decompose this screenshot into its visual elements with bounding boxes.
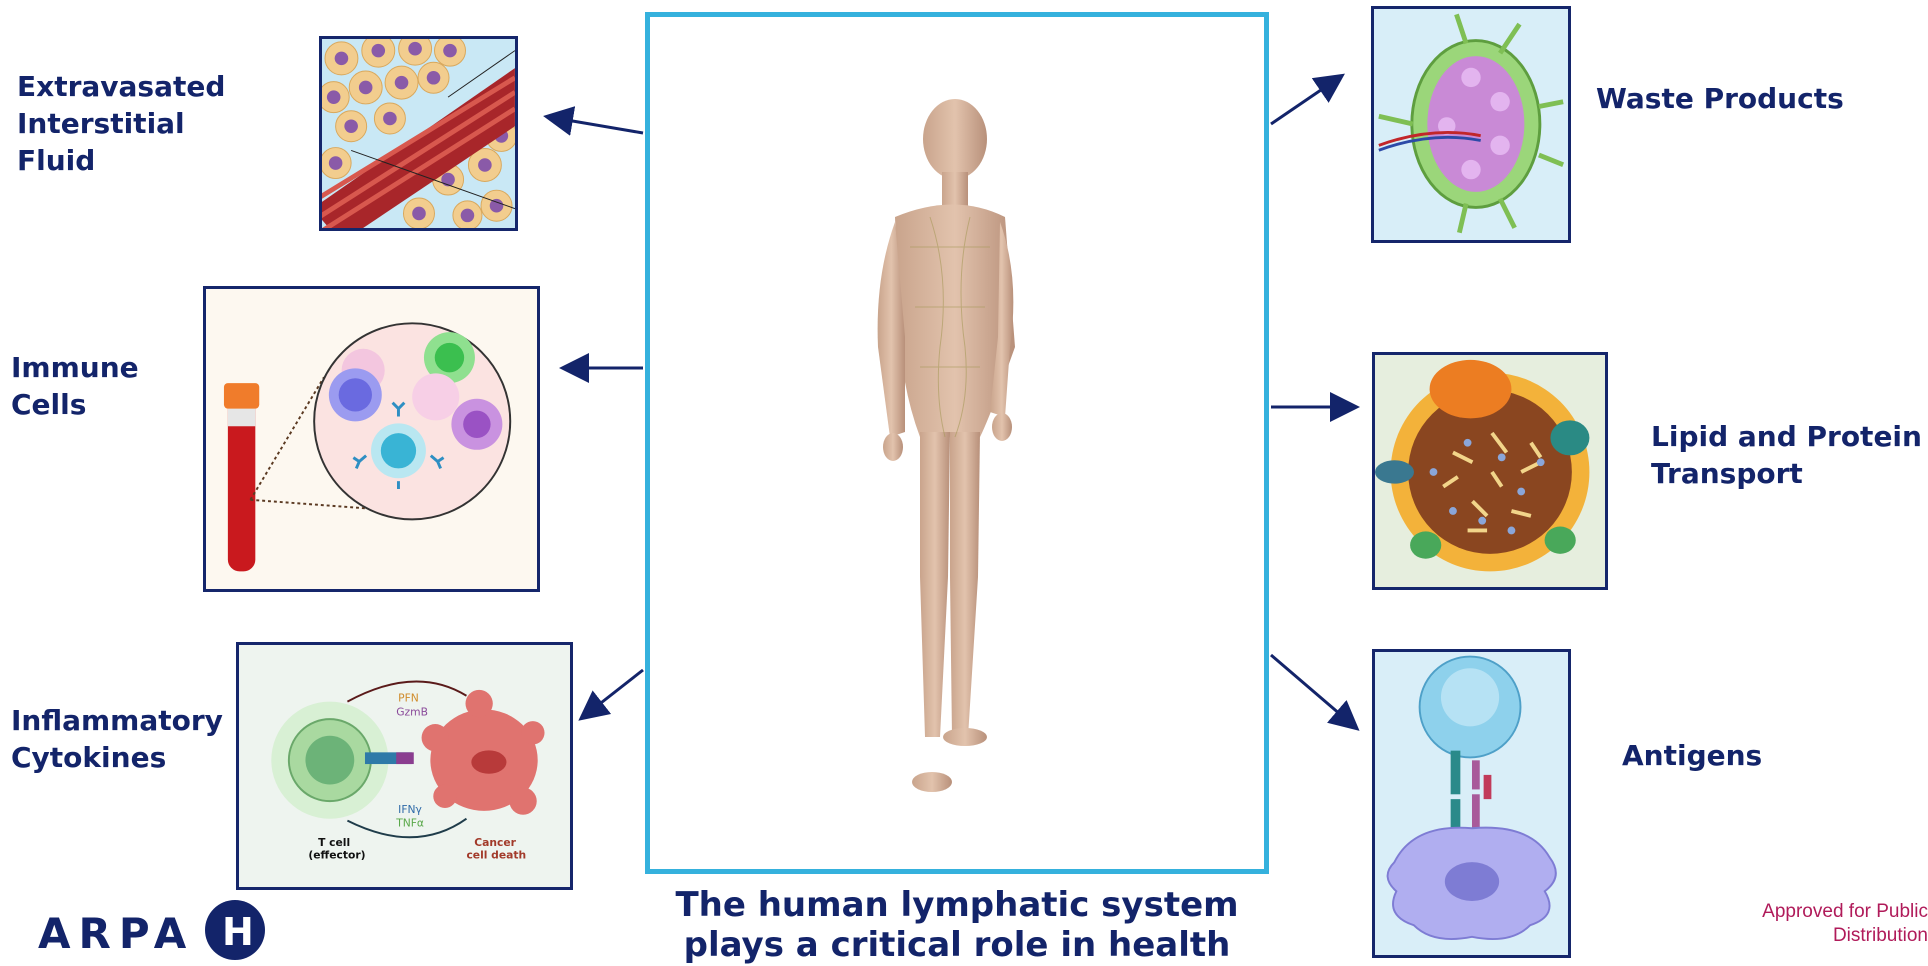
arrow-to-extravasated: [549, 117, 643, 133]
panel-interstitial-fluid-illustration: [319, 36, 518, 231]
human-figure-icon: [650, 17, 1264, 869]
antigen-presentation-icon: [1375, 652, 1568, 955]
arpa-h-logo: ARPA H: [38, 898, 268, 962]
arrow-to-inflammatory: [583, 670, 643, 717]
arrow-to-antigens: [1271, 655, 1355, 727]
gzmb-text: GzmB: [396, 705, 428, 718]
tissue-vessel-icon: [322, 39, 515, 228]
blood-tube-cells-icon: [206, 289, 537, 589]
panel-waste-products-illustration: [1371, 6, 1571, 243]
panel-immune-cells-illustration: [203, 286, 540, 592]
approval-notice: Approved for Public Distribution: [1748, 900, 1928, 948]
panel-antigens-illustration: [1372, 649, 1571, 958]
logo-text: ARPA: [38, 909, 194, 958]
cancer-sub-text: cell death: [466, 849, 526, 862]
pfn-text: PFN: [398, 692, 419, 705]
tcell-cancer-icon: PFN GzmB IFNγ TNFα T cell (effector) Can…: [239, 645, 570, 887]
cancer-text: Cancer: [474, 836, 516, 849]
tcell-sub-text: (effector): [308, 849, 365, 862]
lymph-node-icon: [1374, 9, 1568, 240]
lipoprotein-icon: [1375, 355, 1605, 587]
label-extravasated-interstitial-fluid: Extravasated Interstitial Fluid: [17, 68, 225, 179]
tcell-text: T cell: [318, 836, 350, 849]
arpa-h-logo-icon: ARPA H: [38, 898, 268, 962]
diagram-caption: The human lymphatic system plays a criti…: [630, 885, 1284, 965]
ifn-text: IFNγ: [398, 803, 422, 816]
arrow-to-waste: [1271, 77, 1340, 124]
label-lipid-protein-transport: Lipid and Protein Transport: [1651, 418, 1922, 492]
label-antigens: Antigens: [1622, 737, 1762, 774]
logo-letter: H: [222, 910, 254, 954]
label-waste-products: Waste Products: [1596, 80, 1844, 117]
panel-lipid-transport-illustration: [1372, 352, 1608, 590]
tnf-text: TNFα: [395, 817, 424, 830]
human-lymphatic-figure-frame: [645, 12, 1269, 874]
label-inflammatory-cytokines: Inflammatory Cytokines: [11, 702, 223, 776]
panel-cytokines-illustration: PFN GzmB IFNγ TNFα T cell (effector) Can…: [236, 642, 573, 890]
label-immune-cells: Immune Cells: [11, 349, 139, 423]
